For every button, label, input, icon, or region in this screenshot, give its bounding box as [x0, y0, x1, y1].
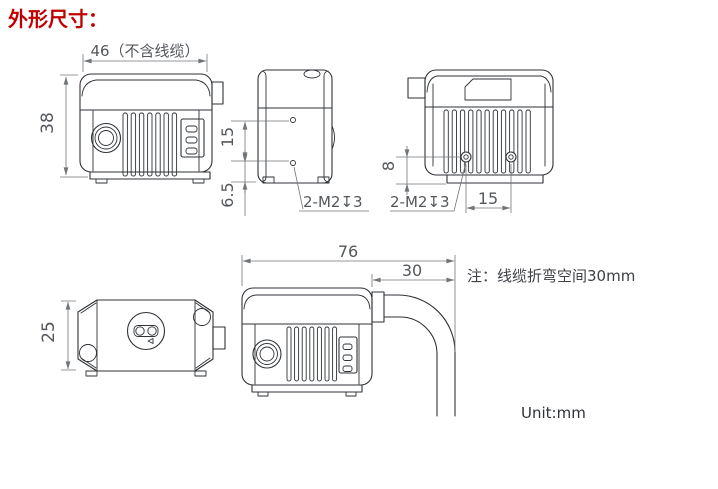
- front-width-extension-lines: [82, 54, 208, 72]
- rear-height-dim-text: 8: [379, 161, 398, 171]
- rear-screw-holes: [460, 151, 517, 163]
- front-height-dim-text: 38: [38, 112, 58, 134]
- front-top-bevel: [81, 79, 211, 97]
- top-depth-dim-text: 25: [39, 321, 59, 343]
- rear-thread-leader: [390, 161, 467, 212]
- front-face-edges: [79, 109, 213, 172]
- top-foot-right: [194, 370, 207, 377]
- front-side-tab: [211, 81, 224, 105]
- cable-led-panel: [338, 336, 358, 374]
- top-corner-hole-left: [79, 344, 97, 362]
- page-title: 外形尺寸：: [8, 7, 108, 31]
- side-foot-left: [262, 176, 275, 184]
- rear-vent-slats: [443, 109, 531, 174]
- cable-total-extension-lines: [241, 255, 456, 352]
- front-base: [89, 171, 211, 180]
- cable-top-bevel: [243, 294, 371, 310]
- cable-strain-relief: [371, 291, 385, 323]
- side-offset-dim-text: 6.5: [218, 182, 237, 207]
- cable-bend-dim-text: 30: [402, 261, 422, 280]
- side-thread-leader: [293, 166, 369, 212]
- front-foot-left: [95, 178, 108, 184]
- side-top-oval-hole: [303, 69, 321, 79]
- cable-foot-right: [345, 391, 357, 397]
- rear-connector-tab: [407, 77, 426, 99]
- cable-vent-slats: [286, 326, 338, 382]
- top-orientation-mark: [147, 338, 154, 344]
- front-lens: [90, 122, 122, 154]
- front-vent-slats: [122, 112, 178, 177]
- side-pitch-dim-text: 15: [218, 127, 237, 147]
- cable-face-edges: [241, 323, 373, 385]
- top-corner-hole-right: [193, 308, 211, 326]
- front-width-dim-text: 46（不含线缆）: [90, 42, 199, 60]
- top-bevel-edges: [80, 299, 211, 372]
- front-view: 46（不含线缆） 38: [38, 42, 224, 184]
- side-body-outline: [257, 69, 333, 184]
- rear-thread-label: 2-M2↧3: [390, 193, 450, 211]
- front-foot-right: [192, 178, 205, 184]
- top-center-connector: [126, 311, 166, 351]
- top-foot-left: [85, 370, 98, 377]
- top-side-tab: [212, 326, 226, 350]
- top-body-outline: [77, 299, 214, 372]
- rear-label-recess: [464, 78, 512, 101]
- front-led-panel: [180, 118, 205, 158]
- side-bevel-edges: [261, 70, 329, 183]
- cable-lens: [252, 339, 282, 369]
- side-pitch-extension-lines: [231, 120, 289, 162]
- rear-pitch-extension-lines: [465, 164, 512, 213]
- top-view: 25: [39, 299, 226, 377]
- rear-pitch-dim-text: 15: [478, 189, 498, 208]
- unit-label: Unit:mm: [521, 404, 586, 422]
- rear-height-extension-lines: [396, 156, 461, 185]
- cable-bend-note: 注：线缆折弯空间30mm: [467, 267, 635, 285]
- side-foot-right: [317, 176, 330, 184]
- cable: [383, 294, 456, 417]
- side-mount-hole-lower: [290, 160, 296, 166]
- side-lens-bulge: [331, 125, 335, 150]
- rear-view: 8 15 2-M2↧3: [379, 69, 554, 213]
- side-mount-hole-upper: [290, 117, 296, 123]
- front-height-extension-lines: [60, 74, 88, 178]
- top-depth-extension-lines: [61, 300, 76, 371]
- cable-foot-left: [257, 391, 269, 397]
- cable-total-dim-text: 76: [338, 242, 358, 261]
- rear-bevel-edges: [426, 75, 552, 167]
- front-cable-view: 76 30: [241, 242, 456, 417]
- rear-base: [446, 174, 544, 184]
- side-view: 15 6.5 2-M2↧3: [218, 69, 369, 216]
- cable-base: [251, 384, 363, 393]
- side-thread-label: 2-M2↧3: [303, 193, 363, 211]
